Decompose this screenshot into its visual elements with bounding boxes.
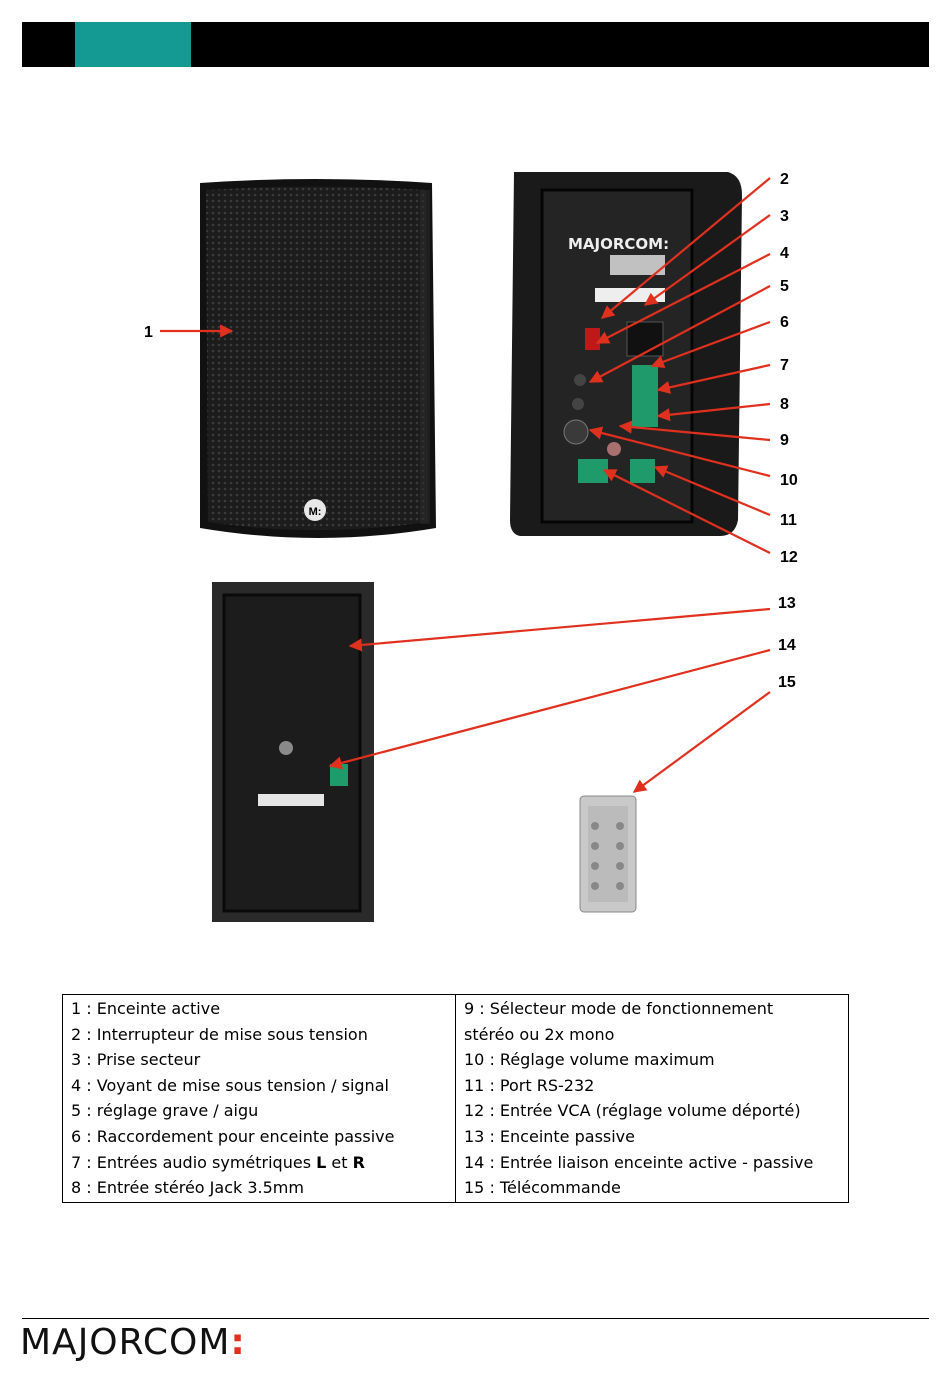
callout-number: 2 — [780, 171, 789, 188]
header-accent-block — [75, 22, 191, 67]
product-figure: M: MAJORCOM: — [144, 171, 798, 922]
legend-item: 13 : Enceinte passive — [464, 1126, 635, 1146]
speaker-badge: M: — [309, 506, 322, 518]
speaker-rear: MAJORCOM: — [510, 172, 742, 536]
callout-lines — [160, 177, 771, 793]
callout-number: 3 — [780, 208, 789, 225]
legend-item-bold-r: R — [352, 1152, 365, 1172]
legend-item: 1 : Enceinte active — [71, 999, 221, 1018]
speaker-front: M: — [200, 179, 436, 538]
callout-number: 1 — [144, 324, 153, 341]
callout-number: 13 — [778, 595, 796, 612]
footer-logo-text: MAJORCOM — [20, 1322, 231, 1363]
speaker-passive — [212, 582, 374, 922]
legend-item-text: et — [326, 1152, 353, 1172]
legend-item: 3 : Prise secteur — [71, 1050, 201, 1070]
rear-panel-brand: MAJORCOM: — [568, 235, 669, 253]
callout-number: 6 — [780, 314, 789, 331]
callout-number: 9 — [780, 432, 789, 449]
callout-number: 15 — [778, 674, 796, 691]
footer-divider — [22, 1318, 929, 1319]
footer-logo: MAJORCOM: — [20, 1322, 246, 1363]
legend-column-left: 1 : Enceinte active 2 : Interrupteur de … — [62, 994, 456, 1203]
legend-column-right: 9 : Sélecteur mode de fonctionnement sté… — [455, 994, 849, 1203]
callout-number: 4 — [780, 245, 789, 262]
legend-item-bold-l: L — [316, 1152, 327, 1172]
legend-item: 6 : Raccordement pour enceinte passive — [71, 1126, 395, 1146]
legend-item: 9 : Sélecteur mode de fonctionnement — [464, 999, 774, 1018]
legend-item: 14 : Entrée liaison enceinte active - pa… — [464, 1152, 814, 1172]
legend-item: 5 : réglage grave / aigu — [71, 1101, 259, 1121]
legend-item: 10 : Réglage volume maximum — [464, 1050, 715, 1070]
legend-item: stéréo ou 2x mono — [464, 1024, 615, 1044]
footer-logo-colon: : — [230, 1322, 246, 1363]
legend-item: 7 : Entrées audio symétriques L et R — [71, 1150, 449, 1176]
legend-item: 8 : Entrée stéréo Jack 3.5mm — [71, 1178, 304, 1198]
callout-number: 12 — [780, 549, 798, 566]
legend-table: 1 : Enceinte active 2 : Interrupteur de … — [62, 994, 849, 1203]
legend-item: 12 : Entrée VCA (réglage volume déporté) — [464, 1101, 801, 1121]
callout-number: 10 — [780, 472, 798, 489]
callout-number: 11 — [780, 512, 797, 529]
callout-number: 7 — [780, 357, 789, 374]
legend-item: 4 : Voyant de mise sous tension / signal — [71, 1075, 389, 1095]
callout-number: 8 — [780, 396, 789, 413]
legend-item: 11 : Port RS-232 — [464, 1075, 595, 1095]
legend-item: 15 : Télécommande — [464, 1178, 621, 1198]
legend-item: 2 : Interrupteur de mise sous tension — [71, 1024, 368, 1044]
callout-number: 5 — [780, 278, 789, 295]
legend-item-text: 7 : Entrées audio symétriques — [71, 1152, 317, 1172]
remote-control — [579, 795, 637, 913]
callout-number: 14 — [778, 637, 796, 654]
